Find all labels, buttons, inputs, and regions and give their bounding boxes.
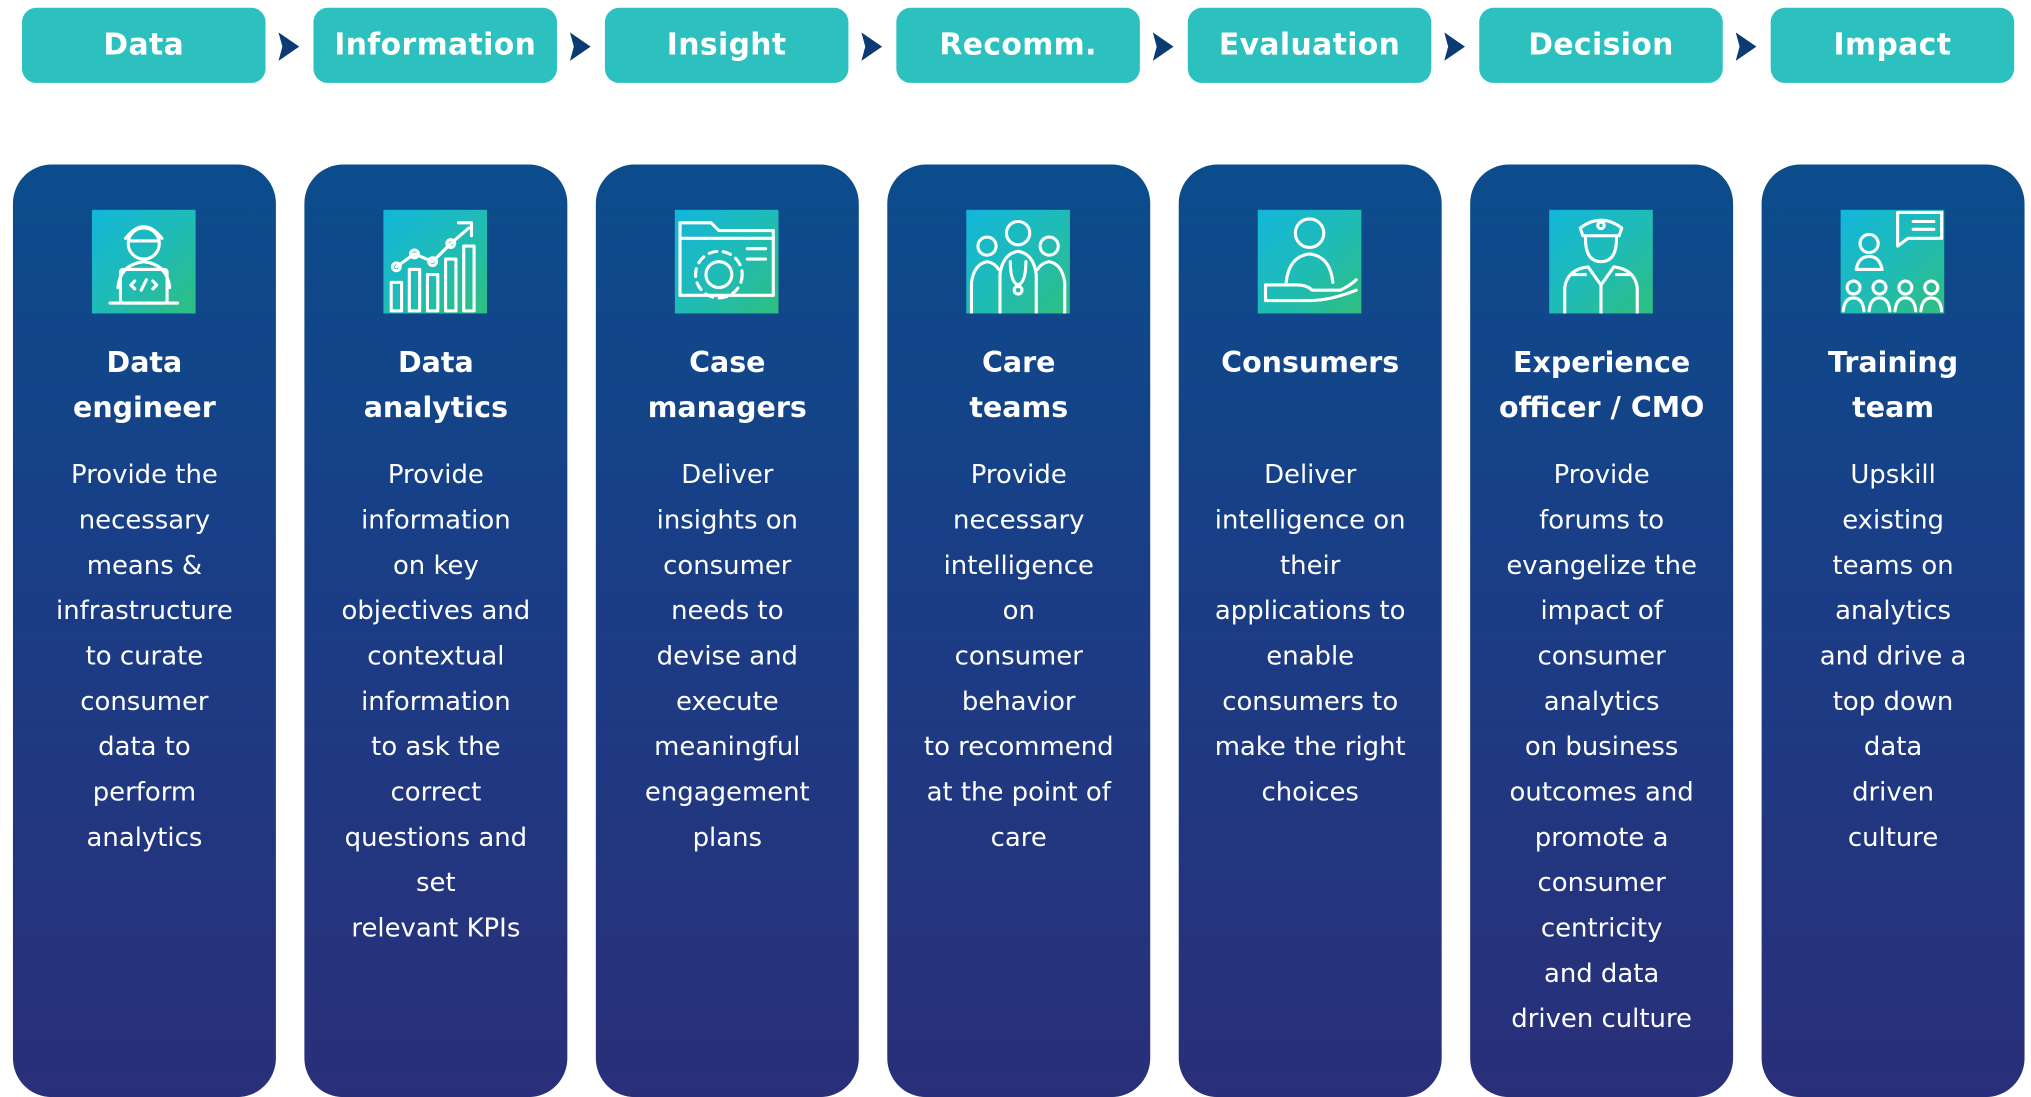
role-description: Provide the necessary means & infrastruc… (56, 458, 233, 853)
role-description: Deliver intelligence on their applicatio… (1214, 458, 1406, 807)
medical-team-icon (966, 209, 1070, 314)
chevron-right-icon (861, 32, 883, 61)
flow-step-decision: Decision (1479, 7, 1723, 83)
role-card-data-analytics: Data analytics Provide information on ke… (304, 164, 568, 1097)
flow-step-recommendation: Recomm. (896, 7, 1140, 83)
role-card-data-engineer: Data engineer Provide the necessary mean… (12, 164, 276, 1097)
growth-chart-icon (383, 209, 488, 314)
chevron-right-icon (278, 32, 300, 61)
flow-step-impact: Impact (1770, 7, 2015, 83)
role-title: Data analytics (363, 347, 509, 425)
role-title: Experience officer / CMO (1498, 347, 1705, 425)
role-description: Provide necessary intelligence on consum… (923, 458, 1114, 853)
flow-step-insight: Insight (604, 7, 849, 83)
chevron-right-icon (1735, 32, 1757, 61)
consumer-hand-icon (1257, 209, 1362, 314)
role-title: Training team (1828, 347, 1959, 425)
chevron-right-icon (569, 32, 591, 61)
flow-step-evaluation: Evaluation (1187, 7, 1432, 83)
training-presentation-icon (1840, 209, 1945, 314)
folder-gear-icon (674, 209, 779, 314)
role-card-experience-officer: Experience officer / CMO Provide forums … (1470, 164, 1734, 1097)
flow-step-data: Data (22, 7, 266, 83)
role-card-care-teams: Care teams Provide necessary intelligenc… (887, 164, 1151, 1097)
chevron-right-icon (1444, 32, 1465, 61)
role-title: Consumers (1221, 347, 1400, 380)
role-card-consumers: Consumers Deliver intelligence on their … (1178, 164, 1442, 1097)
role-card-training-team: Training team Upskill existing teams on … (1761, 164, 2025, 1097)
role-title: Data engineer (73, 347, 216, 425)
role-title: Case managers (647, 347, 807, 425)
flow-step-information: Information (313, 7, 557, 83)
role-description: Deliver insights on consumer needs to de… (644, 458, 810, 853)
role-description: Provide information on key objectives an… (341, 458, 531, 943)
role-card-case-managers: Case managers Deliver insights on consum… (595, 164, 859, 1097)
chevron-right-icon (1152, 32, 1174, 61)
officer-icon (1549, 209, 1653, 314)
role-description: Provide forums to evangelize the impact … (1506, 458, 1697, 1034)
developer-laptop-icon (91, 209, 196, 314)
role-description: Upskill existing teams on analytics and … (1819, 458, 1967, 853)
stage: Data Information Insight Recomm. Evaluat… (12, 7, 2025, 1097)
role-title: Care teams (969, 347, 1069, 425)
